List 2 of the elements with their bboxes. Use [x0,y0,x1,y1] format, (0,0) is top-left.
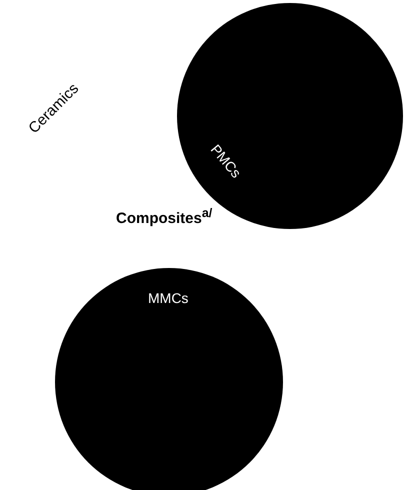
category-label: Composites$^{a/}$ [116,206,212,227]
circle-label: MMCs [148,290,188,306]
